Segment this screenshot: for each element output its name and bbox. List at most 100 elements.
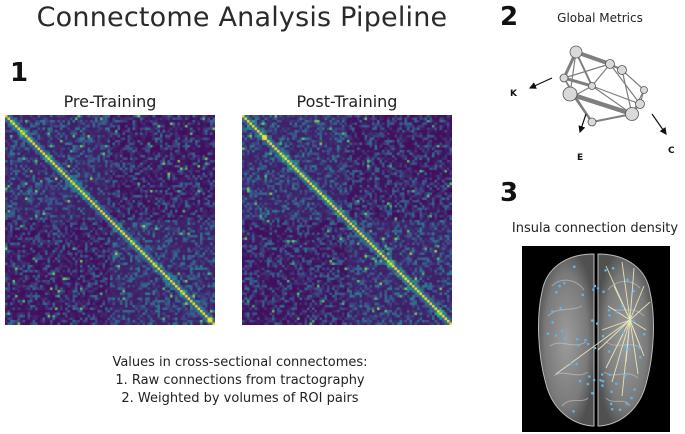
- roi-dot: [558, 284, 561, 288]
- insula-connection-line: [605, 319, 631, 369]
- insula-density-title: Insula connection density: [511, 221, 679, 236]
- roi-dot: [610, 407, 614, 411]
- roi-dot: [601, 379, 605, 383]
- roi-dot: [593, 346, 597, 350]
- roi-dot: [572, 410, 575, 413]
- insula-connection-line: [629, 285, 645, 321]
- roi-dot: [618, 408, 622, 412]
- roi-dot: [626, 278, 629, 281]
- insula-connection-line: [629, 301, 651, 321]
- graph-node: [635, 99, 645, 109]
- roi-dot: [624, 373, 627, 377]
- insula-connection-line: [601, 319, 631, 331]
- roi-dot: [588, 375, 591, 378]
- graph-node: [605, 59, 615, 69]
- roi-dot: [638, 346, 641, 350]
- roi-dot: [611, 267, 615, 270]
- roi-dot: [604, 269, 607, 272]
- insula-connection-line: [555, 319, 631, 375]
- roi-dot: [592, 288, 595, 291]
- roi-dot: [551, 321, 554, 324]
- insula-connection-line: [629, 319, 641, 347]
- roi-dot: [607, 350, 611, 353]
- insula-connection-line: [629, 319, 639, 375]
- roi-dot: [578, 379, 582, 383]
- post-training-title: Post-Training: [296, 92, 398, 111]
- roi-dot: [601, 384, 604, 387]
- graph-node: [587, 117, 597, 127]
- arrow-to-e: [578, 113, 587, 134]
- insula-connection-line: [597, 319, 631, 351]
- roi-dot: [563, 281, 566, 285]
- roi-dot: [586, 382, 590, 386]
- roi-dot: [624, 346, 627, 349]
- roi-dot: [627, 347, 630, 351]
- roi-dot: [575, 337, 579, 341]
- roi-dot: [615, 310, 619, 314]
- roi-dot: [632, 289, 636, 293]
- roi-dot: [607, 308, 611, 312]
- roi-dot: [615, 382, 618, 386]
- roi-dot: [554, 334, 558, 337]
- graph-node: [559, 73, 569, 83]
- graph-node: [569, 45, 583, 59]
- roi-dot: [561, 329, 564, 333]
- roi-dot: [609, 402, 613, 406]
- roi-dot: [546, 332, 550, 335]
- roi-dot: [601, 334, 605, 338]
- roi-dot: [555, 290, 558, 294]
- panel-number-2: 2: [500, 2, 519, 32]
- insula-connection-line: [607, 305, 631, 321]
- roi-dot: [581, 293, 585, 297]
- metric-label-k: K: [510, 89, 518, 99]
- left-hemisphere: [538, 253, 595, 427]
- roi-dot: [575, 362, 578, 366]
- connectome-caption: Values in cross-sectional connectomes: 1…: [60, 354, 420, 408]
- insula-connection-line: [629, 267, 635, 321]
- brain-gyri: [547, 279, 645, 407]
- network-graph-diagram: K E C: [510, 45, 675, 163]
- roi-dot: [630, 396, 633, 400]
- insula-connection-line: [625, 319, 631, 363]
- roi-dot: [586, 342, 590, 346]
- roi-dot: [600, 373, 604, 376]
- roi-dot: [642, 332, 646, 336]
- post-training-connectome-matrix: [242, 115, 452, 325]
- panel-number-3: 3: [500, 178, 519, 208]
- roi-dot: [620, 304, 624, 308]
- roi-dot: [602, 290, 605, 293]
- brain-insula-image: [522, 246, 670, 432]
- roi-dot: [576, 344, 580, 347]
- graph-nodes: [559, 45, 648, 127]
- caption-line: 2. Weighted by volumes of ROI pairs: [121, 391, 359, 406]
- roi-dot: [596, 287, 600, 290]
- roi-dot: [608, 373, 612, 376]
- roi-dot: [633, 388, 636, 391]
- roi-dot: [639, 356, 642, 359]
- graph-node: [562, 86, 578, 102]
- roi-dot: [573, 265, 576, 268]
- panel-number-1: 1: [10, 58, 29, 88]
- roi-dots: [546, 265, 646, 413]
- page-title: Connectome Analysis Pipeline: [36, 2, 448, 33]
- roi-dot: [563, 337, 567, 341]
- roi-dot: [584, 338, 587, 342]
- graph-node: [625, 107, 639, 121]
- roi-dot: [621, 331, 625, 334]
- roi-dot: [593, 284, 597, 288]
- roi-dot: [590, 319, 594, 322]
- pre-training-title: Pre-Training: [63, 92, 157, 111]
- graph-node: [588, 82, 596, 90]
- roi-dot: [551, 310, 554, 313]
- arrow-to-k: [528, 77, 553, 89]
- roi-dot: [599, 379, 602, 382]
- roi-dot: [592, 378, 596, 382]
- insula-connection-line: [613, 285, 631, 321]
- roi-dot: [559, 306, 562, 310]
- roi-dot: [595, 322, 599, 325]
- global-metrics-title: Global Metrics: [557, 11, 643, 25]
- metric-label-e: E: [577, 153, 583, 163]
- roi-dot: [610, 390, 613, 394]
- metric-label-c: C: [668, 146, 675, 156]
- caption-line: 1. Raw connections from tractography: [115, 373, 365, 388]
